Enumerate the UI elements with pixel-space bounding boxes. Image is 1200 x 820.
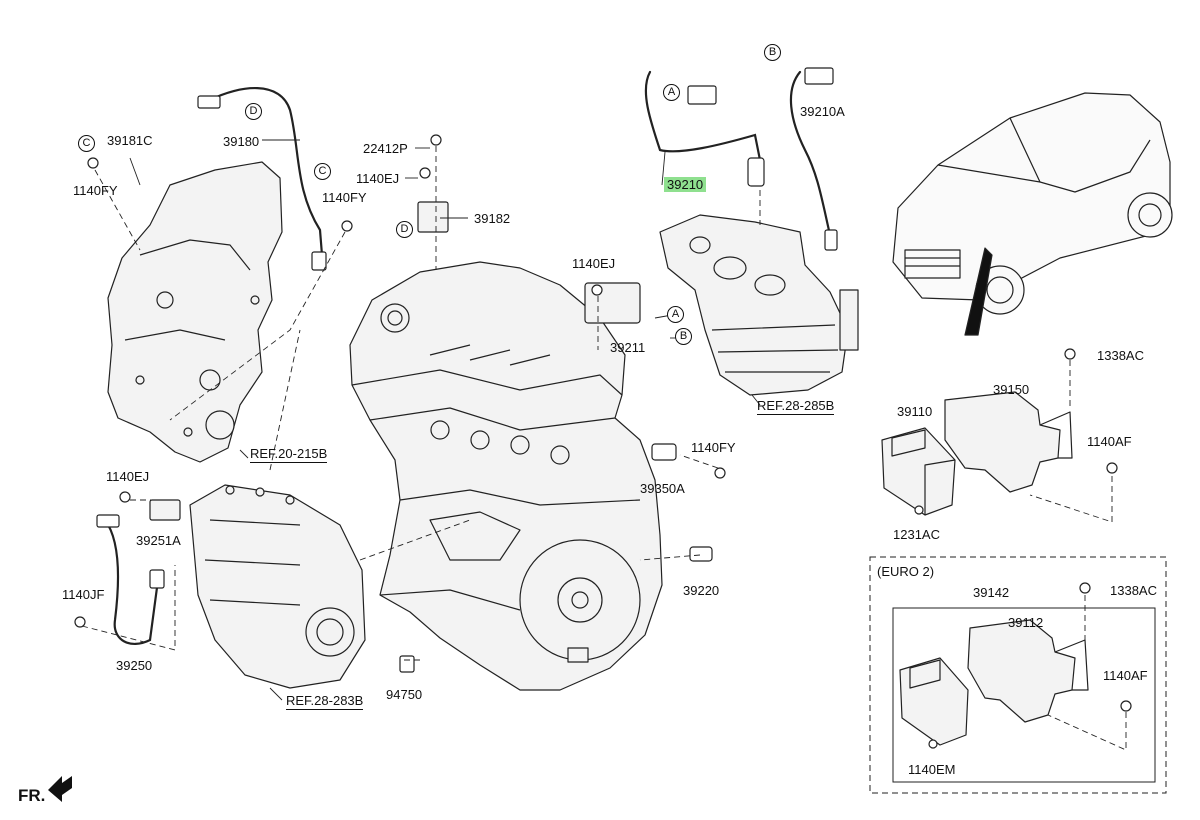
front-direction-arrow bbox=[48, 776, 72, 802]
euro-ecu-module bbox=[899, 657, 969, 746]
part-label-1140FY[interactable]: 1140FY bbox=[691, 440, 736, 455]
part-label-39180[interactable]: 39180 bbox=[223, 134, 260, 149]
part-label-1140AF[interactable]: 1140AF bbox=[1087, 434, 1132, 449]
part-label-1338AC[interactable]: 1338AC bbox=[1097, 348, 1144, 363]
part-label-39250[interactable]: 39250 bbox=[116, 658, 153, 673]
part-label-39210-highlighted[interactable]: 39210 bbox=[664, 177, 707, 192]
euro2-label: (EURO 2) bbox=[877, 564, 935, 579]
part-label-39350A[interactable]: 39350A bbox=[640, 481, 685, 496]
ecu-module bbox=[881, 427, 956, 516]
part-label-1140FY[interactable]: 1140FY bbox=[322, 190, 367, 205]
front-direction-label: FR. bbox=[18, 786, 46, 805]
part-label-39142[interactable]: 39142 bbox=[973, 585, 1010, 600]
callout-c: C bbox=[78, 135, 95, 152]
part-label-39150[interactable]: 39150 bbox=[993, 382, 1030, 397]
part-label-22412P[interactable]: 22412P bbox=[363, 141, 408, 156]
sensor-wire-39180 bbox=[208, 86, 324, 257]
part-label-39220[interactable]: 39220 bbox=[683, 583, 720, 598]
part-label-1140JF[interactable]: 1140JF bbox=[62, 587, 105, 602]
part-label-1231AC[interactable]: 1231AC bbox=[893, 527, 940, 542]
callout-a: A bbox=[667, 306, 684, 323]
exhaust-manifold bbox=[659, 214, 859, 396]
timing-cover bbox=[107, 161, 283, 463]
sensor-wire-39210 bbox=[644, 70, 762, 162]
part-label-1338AC[interactable]: 1338AC bbox=[1110, 583, 1157, 598]
part-label-1140EM[interactable]: 1140EM bbox=[908, 762, 956, 777]
euro-ecu-bracket bbox=[967, 619, 1089, 723]
ref-label-exhaust[interactable]: REF.28-285B bbox=[757, 398, 835, 415]
part-label-1140FY[interactable]: 1140FY bbox=[73, 183, 118, 198]
intake-manifold bbox=[189, 484, 366, 689]
callout-c: C bbox=[314, 163, 331, 180]
sensor-wire-39210A bbox=[789, 70, 832, 237]
part-label-39181C[interactable]: 39181C bbox=[107, 133, 153, 148]
part-label-1140AF[interactable]: 1140AF bbox=[1103, 668, 1148, 683]
euro2-box bbox=[869, 556, 1167, 794]
callout-b: B bbox=[764, 44, 781, 61]
part-label-1140EJ[interactable]: 1140EJ bbox=[106, 469, 150, 484]
part-label-1140EJ[interactable]: 1140EJ bbox=[356, 171, 400, 186]
car-silhouette bbox=[892, 92, 1173, 336]
part-label-39112[interactable]: 39112 bbox=[1008, 615, 1044, 630]
ref-label-intake[interactable]: REF.28-283B bbox=[286, 693, 364, 710]
part-label-39210A[interactable]: 39210A bbox=[800, 104, 845, 119]
part-label-1140EJ[interactable]: 1140EJ bbox=[572, 256, 616, 271]
part-label-94750[interactable]: 94750 bbox=[386, 687, 423, 702]
part-label-39251A[interactable]: 39251A bbox=[136, 533, 181, 548]
part-label-39182[interactable]: 39182 bbox=[474, 211, 511, 226]
callout-d: D bbox=[396, 221, 413, 238]
callout-b: B bbox=[675, 328, 692, 345]
ecu-bracket bbox=[944, 391, 1073, 493]
callout-a: A bbox=[663, 84, 680, 101]
sensor-wire-39250 bbox=[103, 518, 160, 646]
callout-d: D bbox=[245, 103, 262, 120]
part-label-39110[interactable]: 39110 bbox=[897, 404, 933, 419]
engine-block bbox=[349, 261, 663, 691]
part-label-39211[interactable]: 39211 bbox=[610, 340, 646, 355]
ref-label-front-cover[interactable]: REF.20-215B bbox=[250, 446, 328, 463]
